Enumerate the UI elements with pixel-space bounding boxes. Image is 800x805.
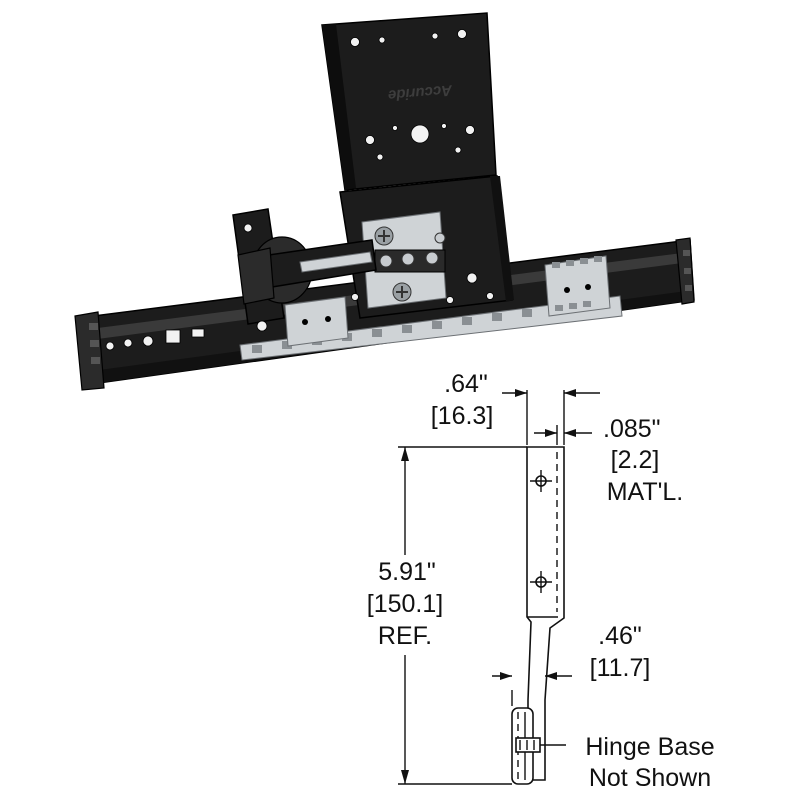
height-dimension: 5.91" [150.1] REF.	[360, 446, 527, 785]
height-in-label: 5.91"	[378, 558, 436, 586]
height-mm-label: [150.1]	[367, 590, 443, 618]
height-ref-label: REF.	[378, 622, 432, 650]
width-dimension: .64" [16.3]	[431, 370, 600, 445]
material-label: MAT'L.	[607, 478, 684, 506]
hinge-note-line2: Not Shown	[589, 764, 711, 792]
material-in-label: .085"	[603, 415, 661, 443]
hinge-arm	[232, 208, 377, 332]
width-mm-label: [16.3]	[431, 402, 494, 430]
offset-in-label: .46"	[598, 622, 642, 650]
hinge-note: Hinge Base Not Shown	[540, 733, 715, 792]
brand-logo-text: Accuride	[387, 81, 453, 104]
slide-assembly-illustration: Accuride	[74, 12, 695, 391]
offset-dimension: .46" [11.7]	[492, 622, 650, 706]
bracket-profile	[511, 446, 565, 785]
mounting-plate: Accuride	[321, 12, 497, 191]
material-dimension: .085" [2.2] MAT'L.	[534, 415, 683, 506]
offset-mm-label: [11.7]	[590, 654, 651, 682]
dimension-drawing: .64" [16.3] .085" [2.2] MAT'L. 5.91" [15…	[360, 370, 715, 792]
bracket-body	[339, 175, 514, 319]
hinge-note-line1: Hinge Base	[585, 733, 714, 761]
width-in-label: .64"	[444, 370, 488, 398]
material-mm-label: [2.2]	[611, 446, 660, 474]
